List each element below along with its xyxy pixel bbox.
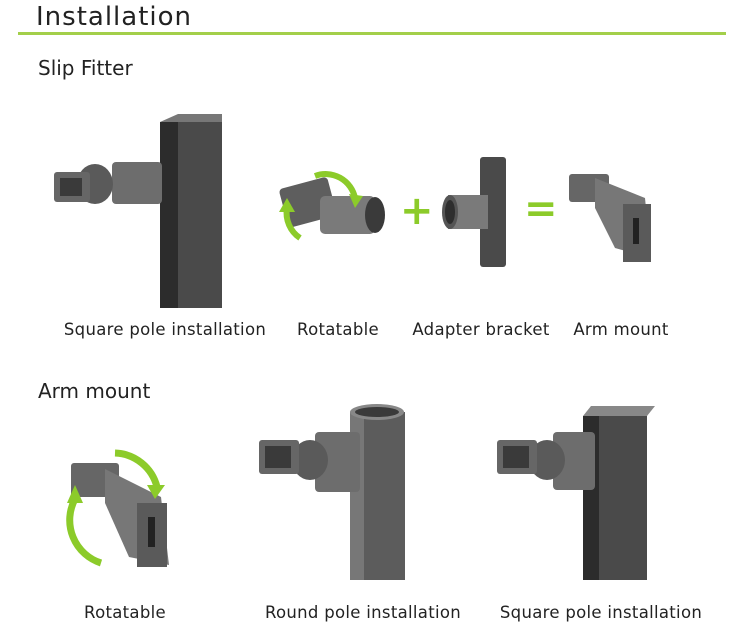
- rotatable-fitter-image: [279, 171, 385, 241]
- round-pole-installation-image: [259, 404, 405, 580]
- caption-square-pole-installation-arm: Square pole installation: [499, 603, 703, 622]
- caption-round-pole-installation: Round pole installation: [264, 603, 462, 622]
- caption-square-pole-installation: Square pole installation: [63, 320, 267, 339]
- caption-adapter-bracket: Adapter bracket: [412, 320, 550, 339]
- title-divider: [18, 32, 726, 35]
- adapter-bracket-image: [442, 157, 506, 267]
- caption-rotatable-arm: Rotatable: [84, 603, 166, 622]
- page-title: Installation: [36, 2, 193, 32]
- rotatable-arm-mount-image: [66, 449, 169, 567]
- section-heading-arm-mount: Arm mount: [38, 379, 151, 403]
- caption-rotatable: Rotatable: [297, 320, 379, 339]
- section-heading-slip-fitter: Slip Fitter: [38, 56, 133, 80]
- arm-mount-image: [569, 174, 651, 262]
- equals-operator: =: [524, 186, 558, 232]
- square-pole-installation-image: [497, 406, 655, 580]
- square-pole-slip-fitter-image: [54, 114, 222, 308]
- caption-arm-mount: Arm mount: [573, 320, 669, 339]
- plus-operator: +: [400, 188, 434, 234]
